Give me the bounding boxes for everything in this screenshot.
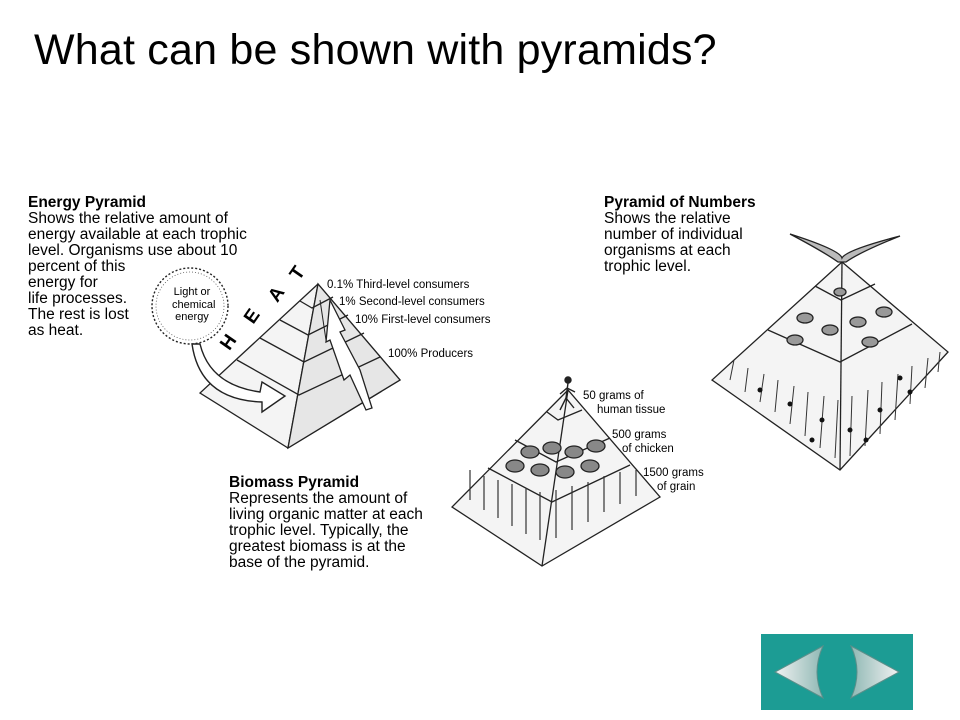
numbers-pyramid-heading: Pyramid of Numbers [604,194,756,211]
numbers-pyramid-description: Pyramid of Numbers Shows the relative nu… [604,194,756,275]
biomass-level-human: 50 grams of human tissue [583,390,666,416]
energy-pyramid [198,282,401,450]
energy-level-first: 10% First-level consumers [355,314,491,326]
energy-level-second: 1% Second-level consumers [339,296,485,308]
energy-level-third: 0.1% Third-level consumers [327,279,470,291]
biomass-pyramid [450,376,662,567]
biomass-pyramid-description: Biomass Pyramid Represents the amount of… [229,474,423,571]
light-energy-label: Light or chemical energy [172,286,216,323]
energy-pyramid-description: Energy Pyramid Shows the relative amount… [28,194,247,339]
next-slide-button[interactable] [839,638,909,706]
page-title: What can be shown with pyramids? [34,26,717,74]
right-arrow-icon [849,644,901,700]
energy-level-producers: 100% Producers [388,348,474,360]
numbers-pyramid [710,233,949,471]
light-energy-circle [151,267,229,345]
slide-navigation [761,634,913,710]
left-arrow-icon [773,644,825,700]
energy-pyramid-heading: Energy Pyramid [28,194,147,211]
biomass-level-grain: 1500 grams of grain [643,467,704,493]
biomass-level-chicken: 500 grams of chicken [612,429,674,455]
previous-slide-button[interactable] [765,638,835,706]
energy-flow-arrow [191,343,287,414]
biomass-pyramid-heading: Biomass Pyramid [229,474,360,491]
